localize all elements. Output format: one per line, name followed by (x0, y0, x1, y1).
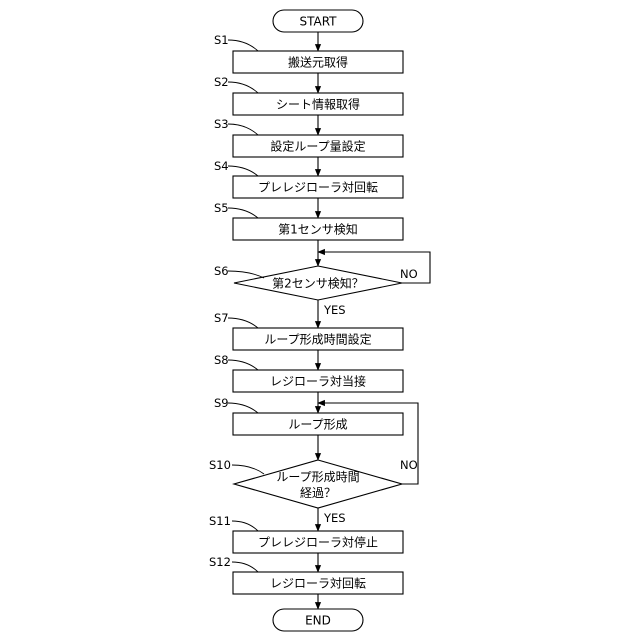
decision-s6-no-label: NO (400, 267, 418, 281)
start-terminal: START (273, 10, 363, 32)
decision-s10-no-label: NO (400, 458, 418, 472)
step-s8: レジローラ対当接 S8 (214, 353, 403, 392)
step-s3-leader (228, 124, 258, 135)
step-s11-leader (232, 521, 258, 531)
step-s2-label: シート情報取得 (276, 97, 360, 112)
step-s9: ループ形成 S9 (214, 396, 403, 435)
decision-s10-label-line2: 経過？ (300, 486, 336, 500)
step-s12: レジローラ対回転 S12 (209, 555, 403, 594)
decision-s6-leader (228, 271, 264, 278)
step-s12-leader (232, 562, 258, 572)
step-s7: ループ形成時間設定 S7 (214, 311, 403, 350)
step-s4-leader (228, 166, 258, 176)
step-s4-label: プレレジローラ対回転 (258, 181, 378, 195)
step-s7-label: ループ形成時間設定 (264, 332, 371, 347)
step-s4-id: S4 (214, 159, 229, 173)
step-s4: プレレジローラ対回転 S4 (214, 159, 403, 198)
step-s1-id: S1 (214, 33, 229, 47)
step-s3-id: S3 (214, 117, 229, 131)
step-s1-leader (228, 40, 258, 51)
step-s5-id: S5 (214, 201, 229, 215)
step-s9-id: S9 (214, 396, 229, 410)
step-s5: 第1センサ検知 S5 (214, 201, 403, 240)
step-s8-label: レジローラ対当接 (270, 374, 366, 389)
step-s11: プレレジローラ対停止 S11 (209, 514, 403, 553)
decision-s6-id: S6 (214, 264, 229, 278)
step-s1: 搬送元取得 S1 (214, 33, 403, 73)
decision-s10: ループ形成時間 経過？ S10 NO YES (209, 458, 418, 525)
step-s7-leader (228, 318, 258, 328)
step-s3-label: 設定ループ量設定 (270, 139, 365, 154)
step-s1-label: 搬送元取得 (288, 55, 348, 70)
step-s5-label: 第1センサ検知 (278, 223, 358, 237)
decision-s10-label-line1: ループ形成時間 (276, 470, 359, 484)
step-s12-id: S12 (209, 555, 231, 569)
step-s9-label: ループ形成 (288, 418, 347, 432)
end-label: END (305, 614, 331, 628)
step-s7-id: S7 (214, 311, 229, 325)
decision-s10-id: S10 (209, 458, 231, 472)
decision-s10-yes-label: YES (323, 511, 346, 525)
step-s2-leader (228, 82, 258, 93)
decision-s6-label: 第2センサ検知？ (272, 277, 364, 291)
decision-s6: 第2センサ検知？ S6 NO YES (214, 264, 418, 317)
start-label: START (299, 15, 337, 29)
step-s9-leader (228, 403, 258, 413)
step-s2-id: S2 (214, 75, 229, 89)
end-terminal: END (273, 609, 363, 631)
decision-s6-yes-label: YES (323, 303, 346, 317)
step-s3: 設定ループ量設定 S3 (214, 117, 403, 157)
step-s11-label: プレレジローラ対停止 (258, 535, 378, 550)
step-s8-leader (228, 360, 258, 370)
step-s5-leader (228, 208, 258, 218)
step-s11-id: S11 (209, 514, 231, 528)
step-s2: シート情報取得 S2 (214, 75, 403, 115)
step-s8-id: S8 (214, 353, 229, 367)
step-s12-label: レジローラ対回転 (270, 577, 366, 591)
decision-s10-leader (232, 465, 264, 474)
